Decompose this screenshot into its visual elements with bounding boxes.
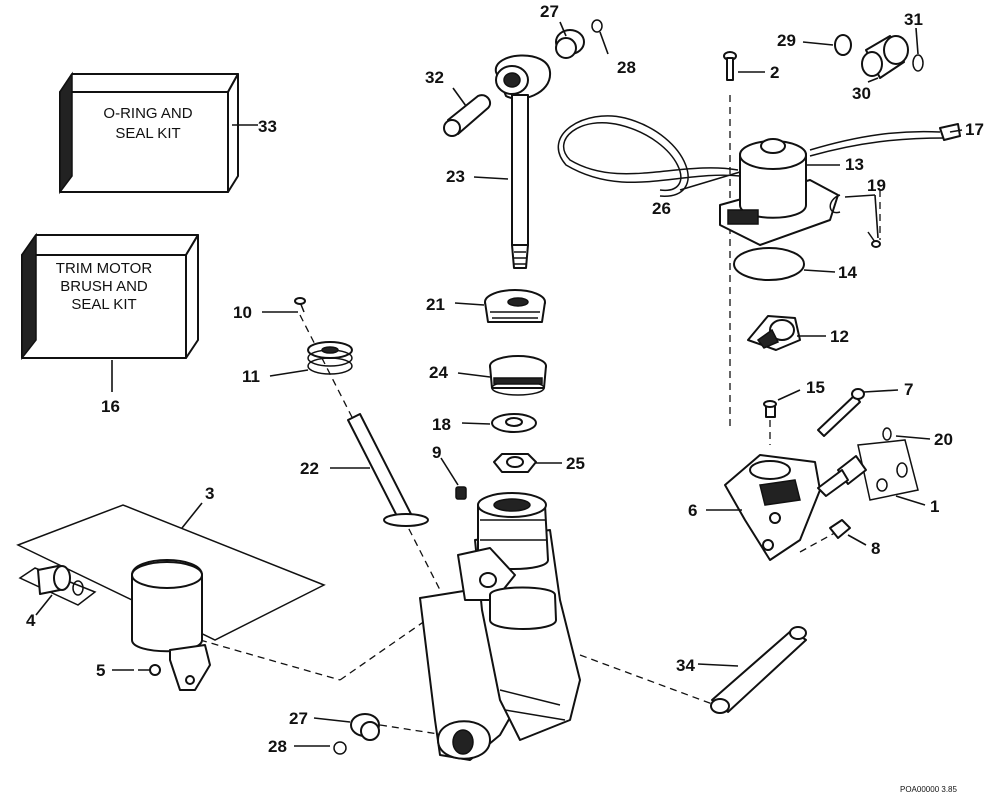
callout-23: 23 (446, 167, 465, 186)
trim-kit-label-line1: TRIM MOTOR (56, 260, 153, 277)
pump-6 (724, 454, 821, 561)
callout-7: 7 (904, 380, 913, 399)
trim-motor-kit-box: TRIM MOTOR BRUSH AND SEAL KIT (21, 232, 199, 361)
callout-numbers: 27 28 31 29 2 30 32 17 13 23 19 26 14 10… (26, 2, 984, 756)
callout-20: 20 (934, 430, 953, 449)
filter-4 (18, 565, 97, 606)
callout-24: 24 (429, 363, 448, 382)
callout-28-top: 28 (617, 58, 636, 77)
pump-ring-20 (882, 427, 892, 441)
bushing-27-top (555, 29, 585, 59)
callout-32: 32 (425, 68, 444, 87)
callout-25: 25 (566, 454, 585, 473)
callout-19: 19 (867, 176, 886, 195)
pin-32 (443, 94, 492, 137)
callout-29: 29 (777, 31, 796, 50)
callout-3: 3 (205, 484, 214, 503)
fitting-30 (861, 35, 909, 79)
callout-14: 14 (838, 263, 857, 282)
callout-10: 10 (233, 303, 252, 322)
footer-code: POA00000 3.85 (900, 785, 957, 794)
reservoir-3 (131, 559, 211, 691)
callout-28-bottom: 28 (268, 737, 287, 756)
bushing-27-bottom (350, 713, 380, 741)
o-ring-14 (733, 247, 805, 281)
callout-2: 2 (770, 63, 779, 82)
screw-15 (763, 400, 777, 418)
callout-1: 1 (930, 497, 939, 516)
o-ring-28-bottom (333, 741, 347, 755)
wire-harness-26 (557, 115, 961, 197)
cylinder-cap-21 (484, 289, 546, 323)
callout-5: 5 (96, 661, 105, 680)
callout-22: 22 (300, 459, 319, 478)
screw-8 (829, 519, 851, 539)
callout-6: 6 (688, 501, 697, 520)
seal-kit-label-line2: SEAL KIT (115, 125, 180, 142)
piston-rod-23 (494, 54, 552, 269)
gasket-1 (857, 439, 919, 501)
callout-13: 13 (845, 155, 864, 174)
callout-18: 18 (432, 415, 451, 434)
callout-9: 9 (432, 443, 441, 462)
plug-9 (455, 486, 467, 500)
motor-13 (719, 138, 839, 246)
screw-19 (829, 194, 881, 248)
spring-11 (307, 341, 353, 375)
trim-kit-label-line2: BRUSH AND (60, 278, 148, 295)
trim-cylinder-housing (419, 492, 581, 761)
assembly-lines (199, 95, 881, 736)
check-valve-12 (747, 315, 801, 351)
screw-10 (294, 297, 306, 313)
seal-kit-label-line1: O-RING AND (103, 105, 192, 122)
pin-34 (710, 626, 807, 714)
o-ring-28-top (591, 19, 603, 33)
o-ring-31 (912, 54, 924, 72)
callout-30: 30 (852, 84, 871, 103)
callout-26: 26 (652, 199, 671, 218)
piston-24 (489, 355, 547, 396)
seal-kit-box: O-RING AND SEAL KIT (59, 71, 239, 195)
screw-7 (817, 388, 865, 437)
callout-12: 12 (830, 327, 849, 346)
callout-27-bottom: 27 (289, 709, 308, 728)
callout-15: 15 (806, 378, 825, 397)
nut-25 (493, 453, 537, 473)
valve-22 (347, 413, 429, 527)
trim-kit-label-line3: SEAL KIT (71, 296, 136, 313)
screw-2 (723, 51, 737, 81)
callout-leaders (35, 21, 963, 747)
washer-18 (491, 413, 537, 433)
callout-34: 34 (676, 656, 695, 675)
callout-17: 17 (965, 120, 984, 139)
callout-33: 33 (258, 117, 277, 136)
callout-16: 16 (101, 397, 120, 416)
valve-fitting-20 (817, 455, 867, 497)
callout-8: 8 (871, 539, 880, 558)
washer-29 (834, 34, 852, 56)
callout-11: 11 (242, 367, 260, 386)
callout-27-top: 27 (540, 2, 559, 21)
callout-31: 31 (904, 10, 923, 29)
screw-5 (138, 664, 161, 676)
callout-4: 4 (26, 611, 36, 630)
callout-21: 21 (426, 295, 445, 314)
